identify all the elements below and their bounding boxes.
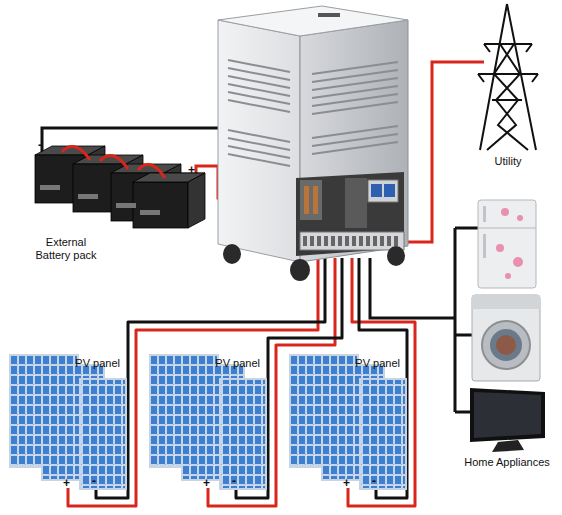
component-caption-box: PV panel — [348, 357, 400, 372]
component-label: PV panel — [68, 357, 120, 370]
polarity-mark: + — [63, 477, 70, 489]
component-caption-box: External Battery pack — [28, 236, 104, 266]
polarity-mark: + — [203, 477, 210, 489]
component-caption-box: Utility — [478, 155, 538, 170]
polarity-mark: + — [188, 164, 195, 176]
polarity-mark: - — [92, 475, 96, 487]
component-caption-box: PV panel — [208, 357, 260, 372]
component-label: External Battery pack — [28, 236, 104, 262]
component-label: PV panel — [208, 357, 260, 370]
polarity-mark: - — [38, 139, 42, 151]
component-label: PV panel — [348, 357, 400, 370]
component-label: Utility — [478, 155, 538, 168]
polarity-mark: - — [372, 475, 376, 487]
component-caption-box: PV panel — [68, 357, 120, 372]
component-caption-box: Home Appliances — [458, 456, 556, 472]
polarity-mark: + — [343, 477, 350, 489]
polarity-mark: - — [232, 475, 236, 487]
component-label: Home Appliances — [458, 456, 556, 469]
